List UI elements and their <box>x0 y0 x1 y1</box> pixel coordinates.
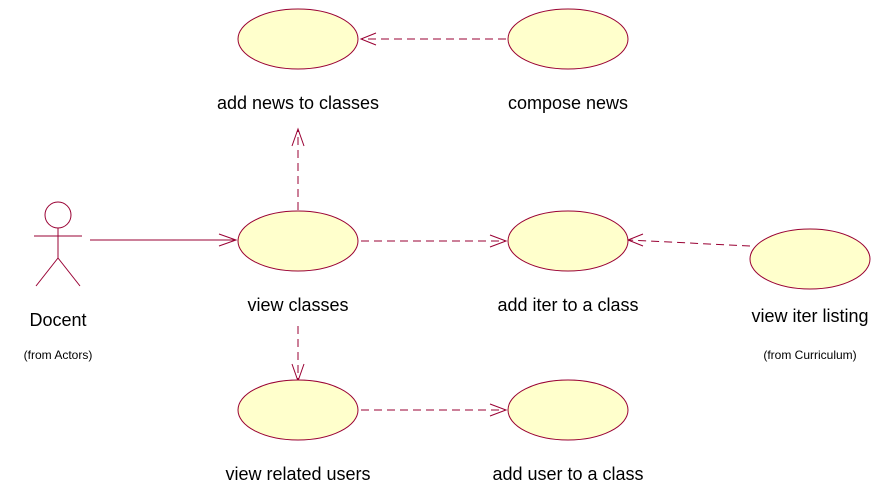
use-case-add-user-to-a-class[interactable] <box>507 379 629 441</box>
use-case-add-user-label: add user to a class <box>492 464 643 484</box>
use-case-view-iter-label: view iter listing <box>751 306 868 326</box>
use-case-view-related-users-label: view related users <box>225 464 370 484</box>
use-case-add-news-label: add news to classes <box>217 93 379 113</box>
use-case-view-iter-package-label: (from Curriculum) <box>763 348 856 362</box>
dependency-view-classes-to-add-iter <box>361 234 508 248</box>
actor-package-label: (from Actors) <box>24 348 93 362</box>
use-case-view-classes-label: view classes <box>247 295 348 315</box>
use-case-add-iter-to-a-class[interactable] <box>507 210 629 272</box>
use-case-add-iter-label: add iter to a class <box>497 295 638 315</box>
dependency-view-classes-to-related-users <box>291 326 305 383</box>
actor-right-leg <box>57 257 81 287</box>
use-case-view-classes[interactable] <box>237 210 359 272</box>
association-docent-view-classes <box>90 233 238 247</box>
actor-name-label: Docent <box>29 310 86 330</box>
use-case-add-news-to-classes[interactable] <box>237 8 359 70</box>
use-case-view-related-users[interactable] <box>237 379 359 441</box>
use-case-compose-news[interactable] <box>507 8 629 70</box>
dependency-view-iter-to-add-iter <box>626 233 751 247</box>
actor-left-leg <box>35 257 59 287</box>
dependency-compose-news-to-add-news <box>359 32 506 46</box>
use-case-compose-news-label: compose news <box>508 93 628 113</box>
dependency-view-classes-to-add-news <box>291 127 305 210</box>
use-case-view-iter-listing[interactable] <box>749 228 871 290</box>
actor-docent[interactable] <box>34 201 82 287</box>
actor-head <box>44 201 72 229</box>
dependency-related-users-to-add-user <box>361 403 508 417</box>
